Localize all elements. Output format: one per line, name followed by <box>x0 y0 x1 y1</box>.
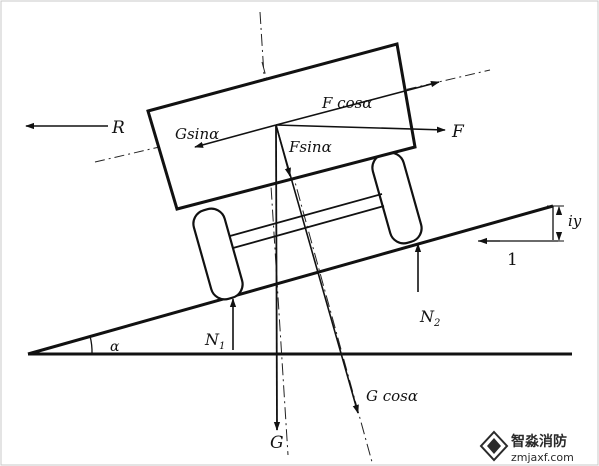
axle-line-upper <box>229 193 383 237</box>
label-F-sin: Fsinα <box>288 138 332 156</box>
arrow-G-cos <box>275 124 359 414</box>
label-N1: N1 <box>204 330 225 352</box>
label-F-cos: F cosα <box>321 94 372 112</box>
label-G-cos: G cosα <box>366 387 418 405</box>
arrow-G <box>273 124 281 431</box>
label-alpha: α <box>110 339 120 355</box>
label-G-sin: Gsinα <box>175 125 219 143</box>
watermark: 智淼消防 zmjaxf.com <box>479 430 574 464</box>
front-wheel <box>192 207 244 301</box>
rear-wheel <box>371 151 423 245</box>
arrow-F <box>275 124 446 133</box>
arrow-G-sin <box>194 124 277 148</box>
watermark-url: zmjaxf.com <box>511 451 574 464</box>
axle-line-lower <box>232 205 385 249</box>
slope-line <box>27 204 554 356</box>
label-F: F <box>451 122 465 142</box>
label-G: G <box>270 433 284 453</box>
label-R: R <box>111 118 125 138</box>
slope-angle-arc <box>89 335 93 355</box>
arrow-F-cos <box>275 81 440 126</box>
vehicle-body <box>146 42 417 211</box>
watermark-logo-icon <box>479 430 509 462</box>
label-one: 1 <box>507 250 518 270</box>
watermark-name: 智淼消防 <box>510 433 567 450</box>
label-N2: N2 <box>419 307 440 329</box>
label-iy: iy <box>568 212 582 230</box>
